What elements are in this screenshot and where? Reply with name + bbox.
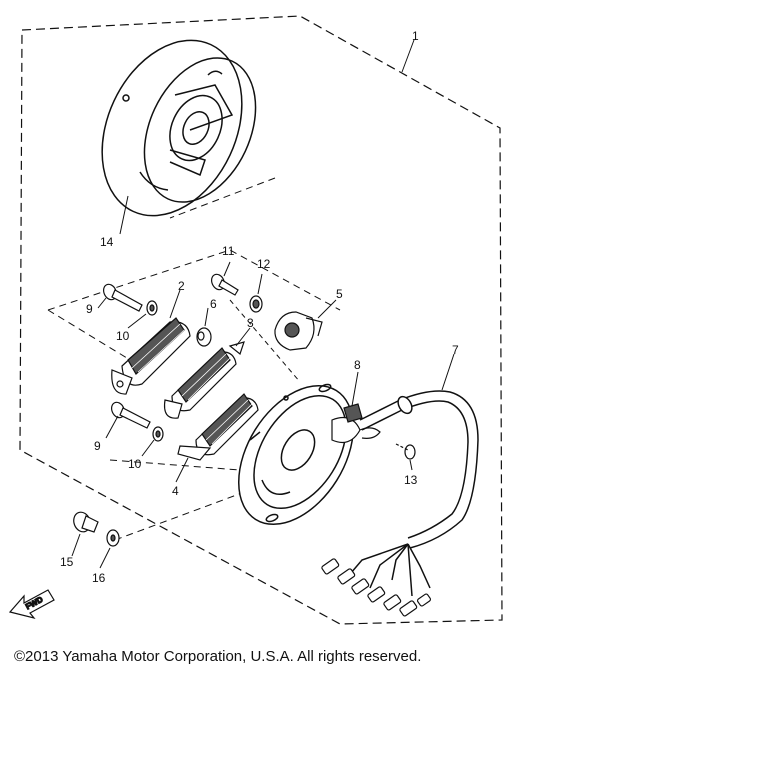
label-10a: 10 (116, 329, 130, 343)
screw-9-lower (110, 401, 151, 429)
screw-9-upper (102, 283, 143, 312)
washer-16 (106, 529, 120, 547)
label-13: 13 (404, 473, 418, 487)
label-6: 6 (210, 297, 217, 311)
coil-plane-lower (109, 459, 241, 471)
label-8: 8 (354, 358, 361, 372)
callout-labels: 1 2 3 4 5 6 7 8 9 9 10 10 11 12 13 14 15… (60, 29, 459, 585)
coil-3 (163, 341, 245, 419)
copyright-notice: ©2013 Yamaha Motor Corporation, U.S.A. A… (14, 648, 422, 665)
flywheel (101, 39, 257, 217)
source-coil-8 (331, 403, 381, 443)
label-1: 1 (412, 29, 419, 43)
bolt-axis-line (114, 489, 251, 541)
forward-arrow-icon: FWD (8, 589, 55, 620)
label-10b: 10 (128, 457, 142, 471)
coil-4 (177, 393, 259, 461)
harness-connectors (321, 558, 432, 617)
flywheel-plane (169, 177, 276, 219)
coil-plane-upper (47, 249, 341, 311)
collar-6 (196, 327, 212, 347)
label-9a: 9 (86, 302, 93, 316)
wire-harness-7 (344, 390, 479, 597)
screw-11 (210, 273, 239, 296)
coil-2 (111, 317, 191, 395)
screw-13 (395, 443, 416, 460)
label-3: 3 (247, 316, 254, 330)
leader-lines (71, 39, 455, 569)
label-5: 5 (336, 287, 343, 301)
bolt-15 (73, 511, 99, 533)
label-12: 12 (257, 257, 271, 271)
label-16: 16 (92, 571, 106, 585)
label-9b: 9 (94, 439, 101, 453)
label-4: 4 (172, 484, 179, 498)
label-14: 14 (100, 235, 114, 249)
washer-10-lower (152, 426, 164, 442)
label-2: 2 (178, 279, 185, 293)
label-7: 7 (452, 343, 459, 357)
washer-10-upper (146, 300, 158, 316)
washer-12 (249, 295, 263, 313)
label-11: 11 (222, 244, 235, 258)
part-5 (274, 311, 323, 351)
label-15: 15 (60, 555, 74, 569)
assembly-boundary (19, 15, 503, 625)
stator-plate (237, 383, 355, 526)
